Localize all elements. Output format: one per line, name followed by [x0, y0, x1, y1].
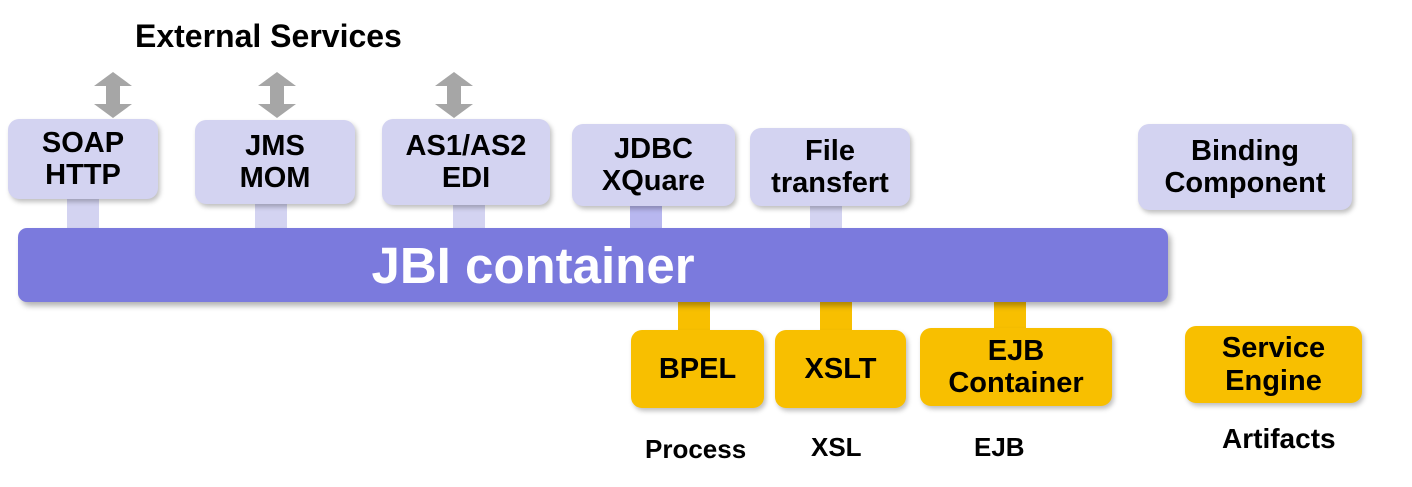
- binding-label-line: transfert: [771, 167, 889, 199]
- legend-label-line: Component: [1164, 167, 1326, 199]
- legend-binding-component: Binding Component: [1138, 124, 1352, 210]
- binding-component-jms-mom: JMS MOM: [195, 120, 355, 204]
- service-engine-xslt: XSLT: [775, 330, 906, 408]
- binding-label-line: HTTP: [45, 159, 121, 191]
- binding-label-line: JMS: [245, 129, 305, 162]
- bidirectional-arrow-icon: [94, 72, 132, 118]
- binding-component-jdbc-xquare: JDBC XQuare: [572, 124, 735, 206]
- bidirectional-arrow-icon: [258, 72, 296, 118]
- engine-label-line: BPEL: [658, 352, 737, 385]
- engine-label-line: EJB: [987, 334, 1045, 367]
- engine-label-line: XSLT: [804, 352, 877, 385]
- jbi-container-label: JBI container: [371, 236, 695, 294]
- engine-label-line: Container: [948, 367, 1084, 399]
- legend-service-engine: Service Engine: [1185, 326, 1362, 403]
- binding-label-line: SOAP: [41, 126, 125, 159]
- binding-component-as-edi: AS1/AS2 EDI: [382, 119, 550, 205]
- binding-label-line: XQuare: [601, 165, 706, 197]
- bidirectional-arrow-icon: [435, 72, 473, 118]
- legend-label-line: Engine: [1225, 364, 1322, 397]
- binding-label-line: AS1/AS2: [405, 129, 527, 162]
- binding-label-line: MOM: [239, 162, 311, 194]
- binding-label-line: JDBC: [614, 132, 693, 165]
- connector-ejb: [994, 296, 1026, 332]
- legend-label-line: Service: [1221, 332, 1326, 365]
- external-services-title: External Services: [135, 18, 402, 54]
- binding-component-soap-http: SOAP HTTP: [8, 119, 158, 199]
- connector-xslt: [820, 296, 852, 336]
- artifact-label-xsl: XSL: [811, 432, 862, 462]
- legend-label-line: Binding: [1191, 134, 1299, 167]
- artifact-label-ejb: EJB: [974, 432, 1025, 462]
- connector-bpel: [678, 296, 710, 336]
- binding-label-line: EDI: [441, 162, 491, 194]
- jbi-container-bus: JBI container: [18, 228, 1168, 302]
- legend-artifacts-label: Artifacts: [1222, 423, 1336, 454]
- binding-component-file-transfert: File transfert: [750, 128, 910, 206]
- artifact-label-process: Process: [645, 434, 747, 464]
- binding-label-line: File: [805, 134, 855, 167]
- service-engine-ejb-container: EJB Container: [920, 328, 1112, 406]
- service-engine-bpel: BPEL: [631, 330, 764, 408]
